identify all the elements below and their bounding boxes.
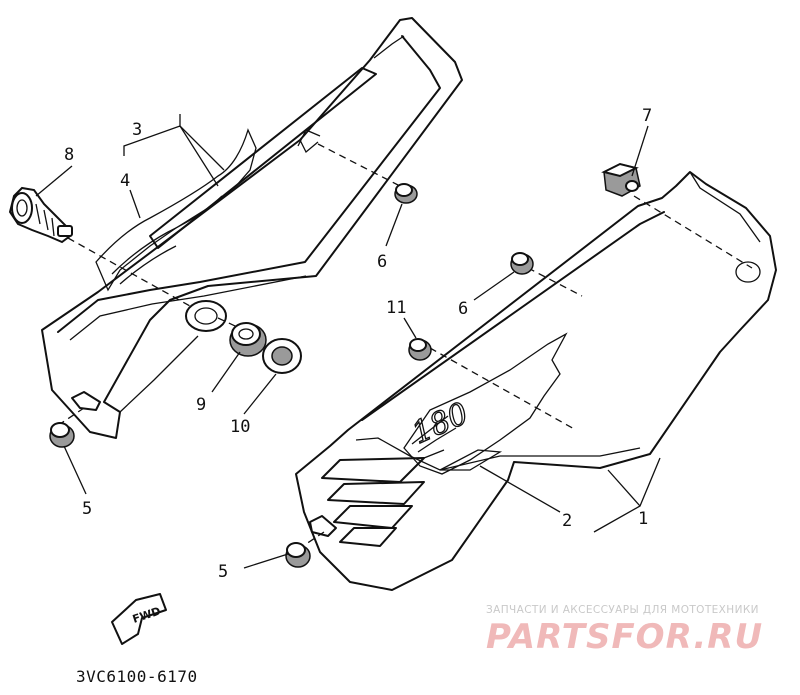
callout-5a: 5 [82, 499, 92, 519]
callout-5b: 5 [218, 562, 228, 582]
grommet-part-5-a [49, 422, 75, 448]
callout-6b: 6 [458, 299, 468, 319]
right-side-cover: 180 [295, 171, 777, 591]
side-cover-vents [321, 457, 425, 547]
left-side-cover [41, 17, 463, 439]
lock-cylinder-part [8, 186, 73, 244]
bushing-part [229, 322, 267, 357]
diagram-code: 3VC6100-6170 [76, 667, 198, 686]
forward-direction-arrow: FWD [111, 593, 167, 645]
callout-1: 1 [638, 509, 648, 529]
callout-11: 11 [386, 298, 406, 318]
callouts: 3 4 8 6 6 7 11 9 10 5 5 2 1 [64, 106, 652, 582]
grommet-part-5-b [285, 542, 311, 568]
watermark: ЗАПЧАСТИ И АКСЕССУАРЫ ДЛЯ МОТОТЕХНИКИ PA… [486, 604, 763, 657]
grommet-part-6-a [394, 183, 418, 204]
fwd-label: FWD [131, 605, 162, 626]
callout-10: 10 [230, 417, 250, 437]
callout-4: 4 [120, 171, 130, 191]
callout-3: 3 [132, 120, 142, 140]
watermark-tagline: ЗАПЧАСТИ И АКСЕССУАРЫ ДЛЯ МОТОТЕХНИКИ [486, 604, 759, 616]
callout-7: 7 [642, 106, 652, 126]
grommet-part-11 [408, 338, 432, 361]
callout-9: 9 [196, 395, 206, 415]
grommet-part-6-b [510, 252, 534, 275]
rubber-damper-part [601, 162, 641, 197]
callout-2: 2 [562, 511, 572, 531]
washer-part [262, 338, 302, 374]
callout-6a: 6 [377, 252, 387, 272]
leader-lines [35, 114, 661, 569]
callout-8: 8 [64, 145, 74, 165]
emblem-text: 180 [407, 396, 474, 451]
watermark-brand: PARTSFOR.RU [486, 617, 763, 657]
